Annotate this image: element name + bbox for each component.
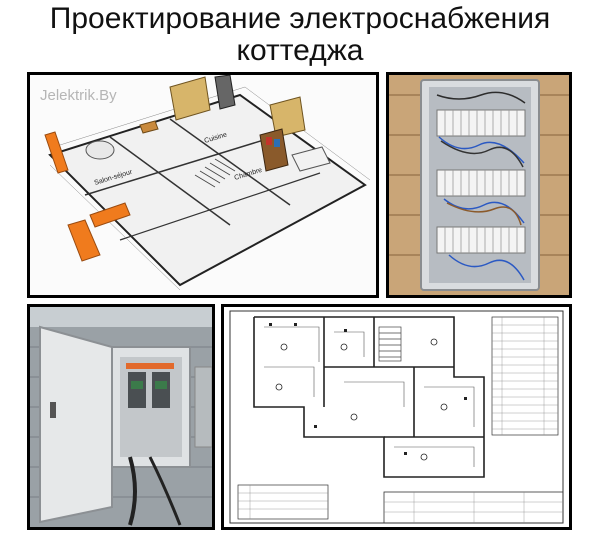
floorplan-image: Salon-séjour Cuisine Chambre Jelektrik.B… <box>27 72 379 298</box>
page-title-line2: коттеджа <box>236 34 364 67</box>
breaker-panel-photo <box>386 72 572 298</box>
watermark: Jelektrik.By <box>40 87 117 104</box>
page-title-line1: Проектирование электроснабжения <box>49 2 551 35</box>
floorplan-illustration: Salon-séjour Cuisine Chambre <box>30 75 376 295</box>
meter-cabinet-illustration <box>30 307 212 527</box>
electrical-drawing <box>221 304 572 530</box>
breaker-panel-illustration <box>389 75 569 295</box>
meter-cabinet-photo <box>27 304 215 530</box>
electrical-drawing-illustration <box>224 307 569 527</box>
